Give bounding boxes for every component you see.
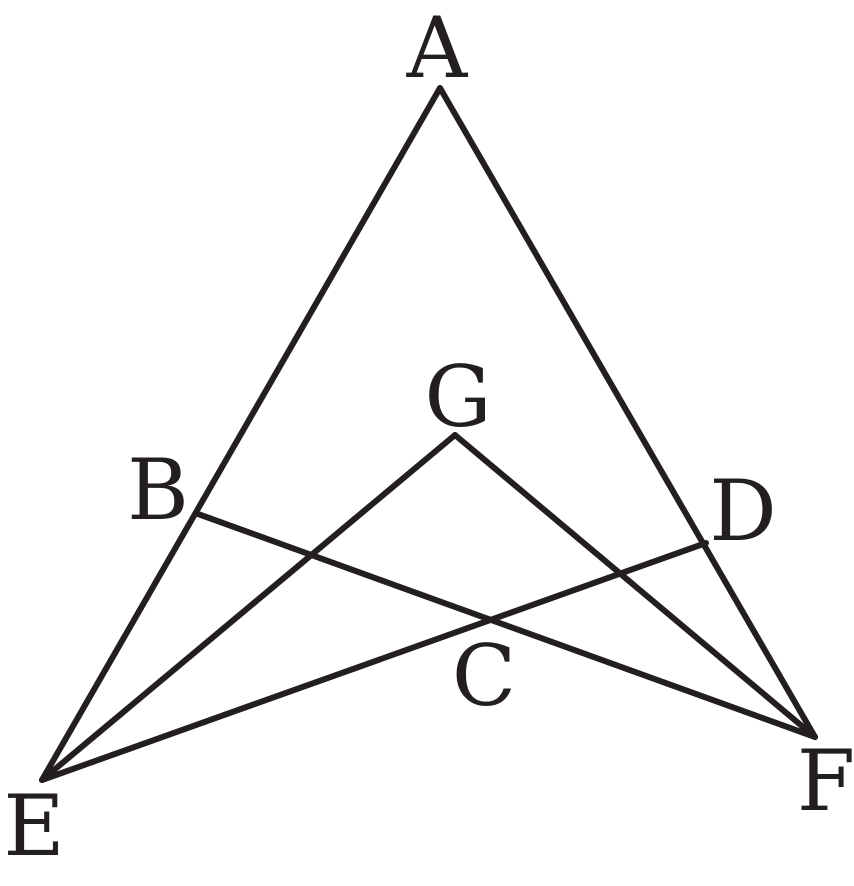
label-c: C: [452, 627, 516, 725]
segments: [39, 85, 818, 783]
label-g: G: [424, 348, 491, 446]
segment-e-d: [39, 540, 709, 783]
label-a: A: [406, 0, 469, 97]
segment-b-f: [195, 511, 818, 740]
segment-e-g: [39, 432, 458, 783]
segment-a-f: [437, 85, 818, 740]
point-labels: A G B D C F E: [3, 0, 854, 875]
segment-g-f: [452, 432, 818, 740]
segment-a-e: [39, 85, 443, 783]
label-b: B: [127, 441, 189, 539]
label-f: F: [797, 732, 854, 830]
label-e: E: [3, 777, 64, 875]
label-d: D: [709, 462, 776, 560]
